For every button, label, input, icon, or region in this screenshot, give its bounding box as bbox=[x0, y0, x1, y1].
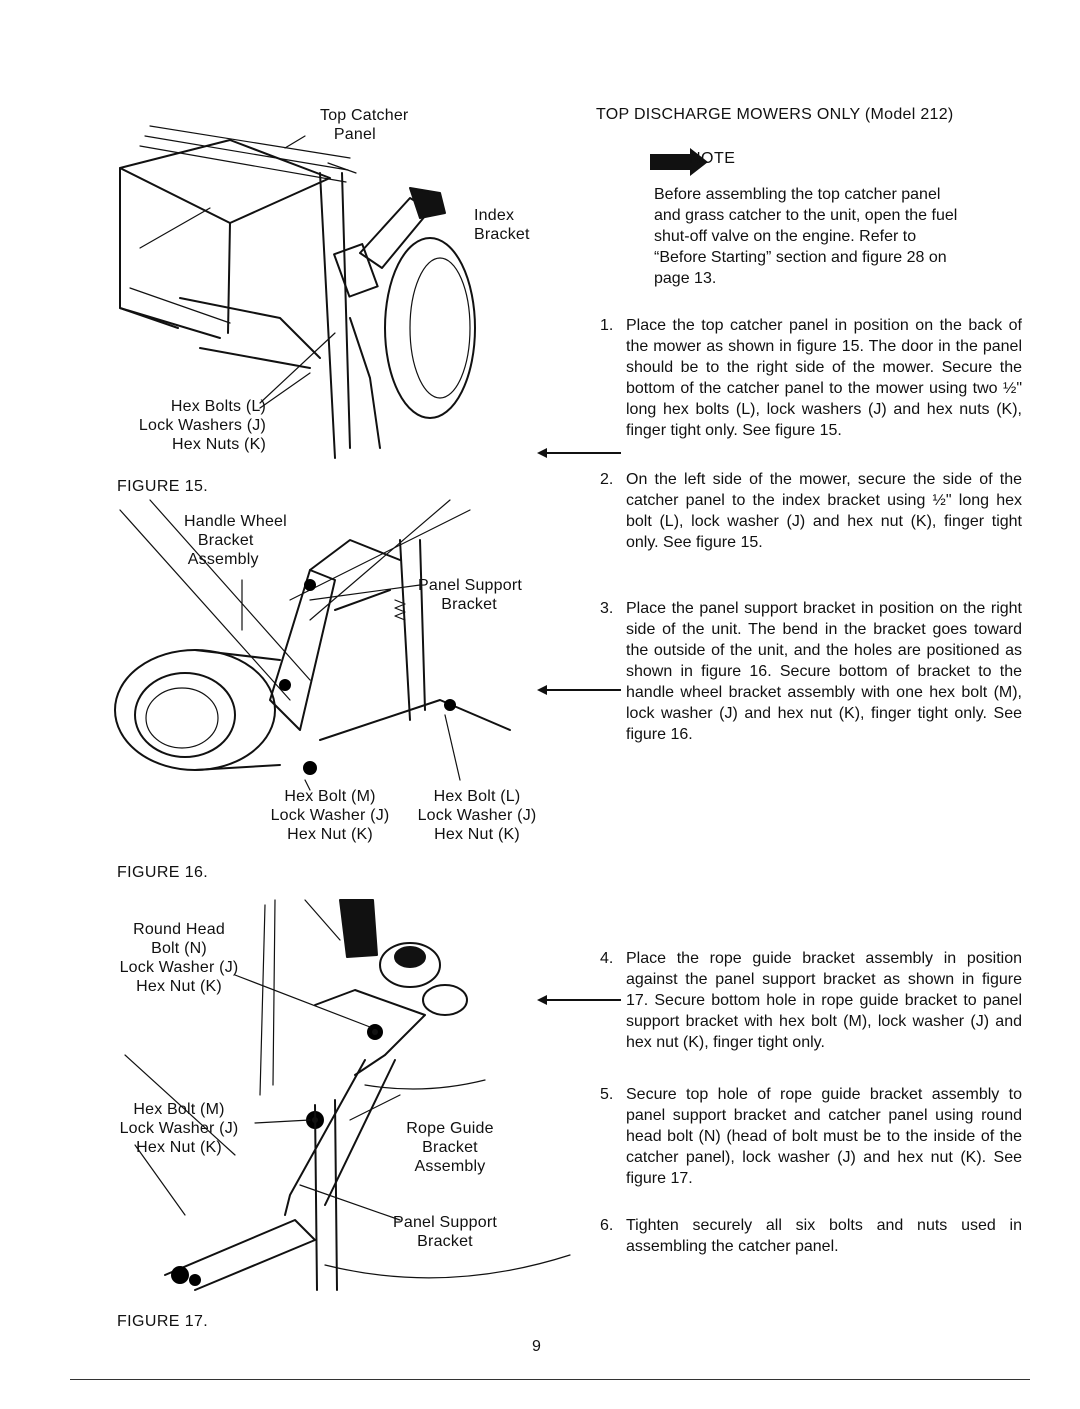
label-round-head-bolt: Round Head Bolt (N) Lock Washer (J) Hex … bbox=[119, 921, 239, 995]
figure-15-illustration bbox=[119, 125, 476, 459]
figure-17-illustration bbox=[124, 899, 571, 1291]
step-number: 3. bbox=[600, 600, 614, 617]
step-text: Tighten securely all six bolts and nuts … bbox=[626, 1217, 1022, 1255]
step-number: 1. bbox=[600, 317, 614, 334]
step-text: Place the panel support bracket in posit… bbox=[626, 600, 1022, 743]
note-arrow-icon bbox=[650, 148, 708, 176]
step-text: Place the top catcher panel in position … bbox=[626, 317, 1022, 439]
arrow-marker-step-1 bbox=[537, 448, 621, 458]
label-panel-support-bracket-16: Panel Support Bracket bbox=[418, 577, 523, 613]
label-fig17-hardware-m: Hex Bolt (M) Lock Washer (J) Hex Nut (K) bbox=[119, 1101, 239, 1156]
figure-16-illustration bbox=[114, 499, 511, 791]
label-top-catcher-panel: Top Catcher Panel bbox=[320, 107, 409, 143]
footer-rule bbox=[70, 1379, 1030, 1380]
step-number: 2. bbox=[600, 471, 614, 488]
label-fig16-hardware-l: Hex Bolt (L) Lock Washer (J) Hex Nut (K) bbox=[417, 788, 537, 843]
note-text: Before assembling the top catcher panel … bbox=[654, 186, 958, 287]
label-panel-support-bracket-17: Panel Support Bracket bbox=[392, 1214, 497, 1250]
figure-16-caption: FIGURE 16. bbox=[117, 864, 209, 881]
label-fig16-hardware-m: Hex Bolt (M) Lock Washer (J) Hex Nut (K) bbox=[270, 788, 390, 843]
label-fig15-hardware: Hex Bolts (L) Lock Washers (J) Hex Nuts … bbox=[138, 398, 266, 453]
note-label: NOTE bbox=[689, 150, 736, 167]
arrow-marker-step-3 bbox=[537, 685, 621, 695]
label-rope-guide-bracket: Rope Guide Bracket Assembly bbox=[406, 1120, 494, 1175]
step-number: 5. bbox=[600, 1086, 614, 1103]
step-number: 4. bbox=[600, 950, 614, 967]
step-text: Secure top hole of rope guide bracket as… bbox=[626, 1086, 1022, 1187]
page-number: 9 bbox=[532, 1338, 541, 1355]
arrow-marker-step-4 bbox=[537, 995, 621, 1005]
figure-17-caption: FIGURE 17. bbox=[117, 1313, 209, 1330]
step-text: On the left side of the mower, secure th… bbox=[626, 471, 1022, 551]
figure-15-caption: FIGURE 15. bbox=[117, 478, 209, 495]
label-handle-wheel-bracket: Handle Wheel Bracket Assembly bbox=[184, 513, 287, 568]
step-number: 6. bbox=[600, 1217, 614, 1234]
section-heading: TOP DISCHARGE MOWERS ONLY (Model 212) bbox=[596, 106, 954, 123]
step-text: Place the rope guide bracket assembly in… bbox=[626, 950, 1022, 1051]
label-index-bracket: Index Bracket bbox=[474, 207, 530, 243]
